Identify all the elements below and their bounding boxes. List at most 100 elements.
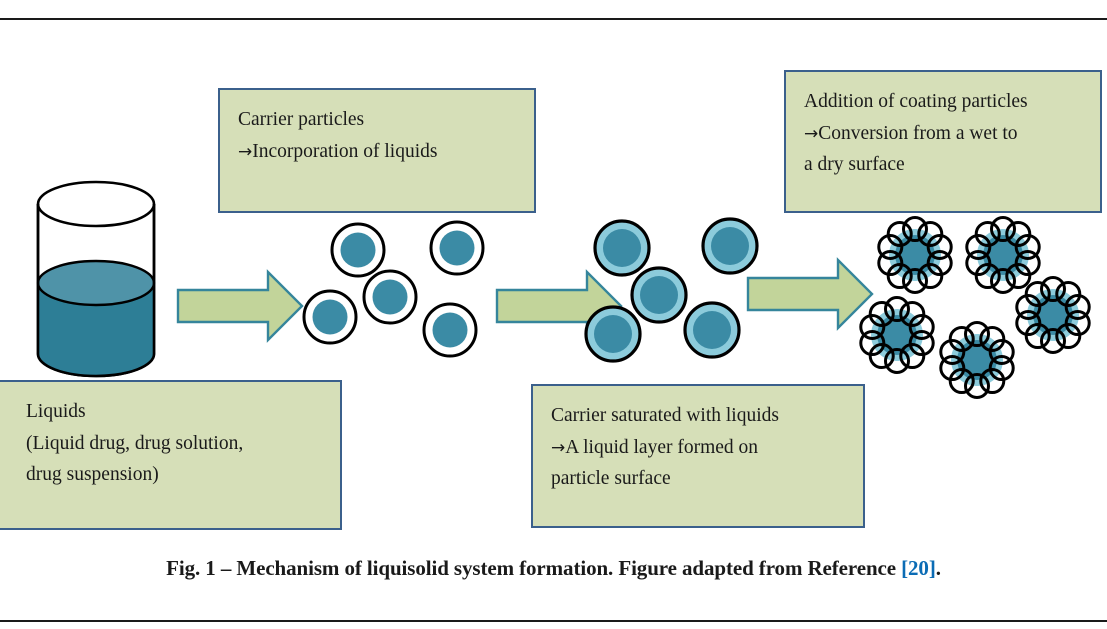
carrier-particle-group xyxy=(302,220,485,358)
carrier-particle xyxy=(422,302,478,358)
bottom-divider-rule xyxy=(0,620,1107,622)
callout-line: →Incorporation of liquids xyxy=(238,136,518,168)
carrier-particle xyxy=(302,289,358,345)
callout-line: →A liquid layer formed on xyxy=(551,432,847,464)
caption-suffix: . xyxy=(935,556,941,580)
beaker-rim xyxy=(36,180,156,228)
right-arrow-icon: → xyxy=(551,437,566,458)
coating-bead xyxy=(886,220,913,247)
callout-line: Carrier particles xyxy=(238,109,365,130)
right-arrow-icon: → xyxy=(238,141,253,162)
coating-bead xyxy=(1040,327,1066,354)
coating-bead xyxy=(908,330,935,357)
coating-bead xyxy=(965,233,992,260)
coating-bead xyxy=(884,347,910,374)
coating-bead xyxy=(884,296,910,323)
coating-bead xyxy=(908,313,935,340)
coating-bead xyxy=(886,263,913,290)
coated-particle xyxy=(939,321,1015,399)
coating-bead xyxy=(1005,263,1032,290)
beaker-liquid-body xyxy=(38,283,154,376)
callout-line-text: Conversion from a wet to xyxy=(818,122,1018,144)
callout-line-text: Incorporation of liquids xyxy=(252,140,438,162)
saturated-particle xyxy=(630,266,688,324)
beaker-liquid-surface xyxy=(36,259,156,307)
coating-bead xyxy=(1040,276,1066,303)
coating-bead xyxy=(1015,310,1042,337)
coating-bead xyxy=(1024,323,1051,350)
figure-caption: Fig. 1 – Mechanism of liquisolid system … xyxy=(0,556,1107,581)
coating-bead xyxy=(917,220,944,247)
coating-bead xyxy=(939,338,966,365)
coating-bead xyxy=(988,355,1015,382)
coating-bead xyxy=(974,263,1001,290)
saturated-particle xyxy=(593,219,651,277)
coating-bead xyxy=(917,263,944,290)
callout-carrier-particles: Carrier particles →Incorporation of liqu… xyxy=(218,88,536,213)
liquid-beaker-graphic xyxy=(36,180,156,378)
coating-bead xyxy=(948,368,975,395)
callout-line-text: A liquid layer formed on xyxy=(565,436,759,458)
coating-bead xyxy=(1024,280,1051,307)
callout-liquids: Liquids (Liquid drug, drug solution, dru… xyxy=(0,380,342,530)
saturated-particle xyxy=(701,217,759,275)
coating-bead xyxy=(1064,310,1091,337)
coating-bead xyxy=(902,216,928,243)
coating-bead xyxy=(1014,233,1041,260)
coating-bead xyxy=(926,250,953,277)
saturated-particle xyxy=(683,301,741,359)
coating-bead xyxy=(1064,293,1091,320)
mechanism-diagram xyxy=(0,22,1107,542)
coated-particle-group xyxy=(859,216,1091,399)
top-divider-rule xyxy=(0,18,1107,20)
coating-bead xyxy=(1055,280,1082,307)
callout-line: drug suspension) xyxy=(26,464,159,486)
carrier-particle xyxy=(429,220,485,276)
coating-bead xyxy=(859,313,886,340)
coating-bead xyxy=(964,372,990,399)
coated-particle xyxy=(1015,276,1091,354)
callout-saturated-carrier: Carrier saturated with liquids →A liquid… xyxy=(531,384,865,528)
callout-coating-particles: Addition of coating particles →Conversio… xyxy=(784,70,1102,213)
coating-bead xyxy=(948,325,975,352)
coating-bead xyxy=(902,267,928,294)
coating-bead xyxy=(979,368,1006,395)
callout-line: particle surface xyxy=(551,468,671,490)
process-arrow-1 xyxy=(176,269,304,343)
coating-bead xyxy=(939,355,966,382)
right-arrow-icon: → xyxy=(804,123,819,144)
coating-bead xyxy=(877,250,904,277)
coated-particle xyxy=(877,216,953,294)
saturated-particle xyxy=(584,305,642,363)
coating-bead xyxy=(988,338,1015,365)
coating-bead xyxy=(899,300,926,327)
callout-line: →Conversion from a wet to xyxy=(804,118,1084,150)
coated-particle xyxy=(965,216,1041,294)
coating-bead xyxy=(868,343,895,370)
coating-bead xyxy=(1014,250,1041,277)
caption-text: Fig. 1 – Mechanism of liquisolid system … xyxy=(166,556,902,580)
coating-bead xyxy=(964,321,990,348)
coated-particle xyxy=(859,296,935,374)
coating-bead xyxy=(877,233,904,260)
coating-bead xyxy=(859,330,886,357)
carrier-particle xyxy=(362,269,418,325)
callout-line: (Liquid drug, drug solution, xyxy=(26,432,244,454)
callout-line: Carrier saturated with liquids xyxy=(551,405,779,426)
coating-bead xyxy=(990,267,1016,294)
coating-bead xyxy=(990,216,1016,243)
coating-bead xyxy=(868,300,895,327)
caption-citation[interactable]: [20] xyxy=(901,556,936,580)
carrier-particle xyxy=(330,222,386,278)
coating-bead xyxy=(1005,220,1032,247)
callout-line: a dry surface xyxy=(804,154,905,176)
coating-bead xyxy=(979,325,1006,352)
coating-bead xyxy=(1015,293,1042,320)
process-arrow-3 xyxy=(746,257,874,331)
saturated-particle-group xyxy=(584,217,759,363)
callout-line: Addition of coating particles xyxy=(804,91,1028,112)
coating-bead xyxy=(974,220,1001,247)
coating-bead xyxy=(899,343,926,370)
coating-bead xyxy=(1055,323,1082,350)
